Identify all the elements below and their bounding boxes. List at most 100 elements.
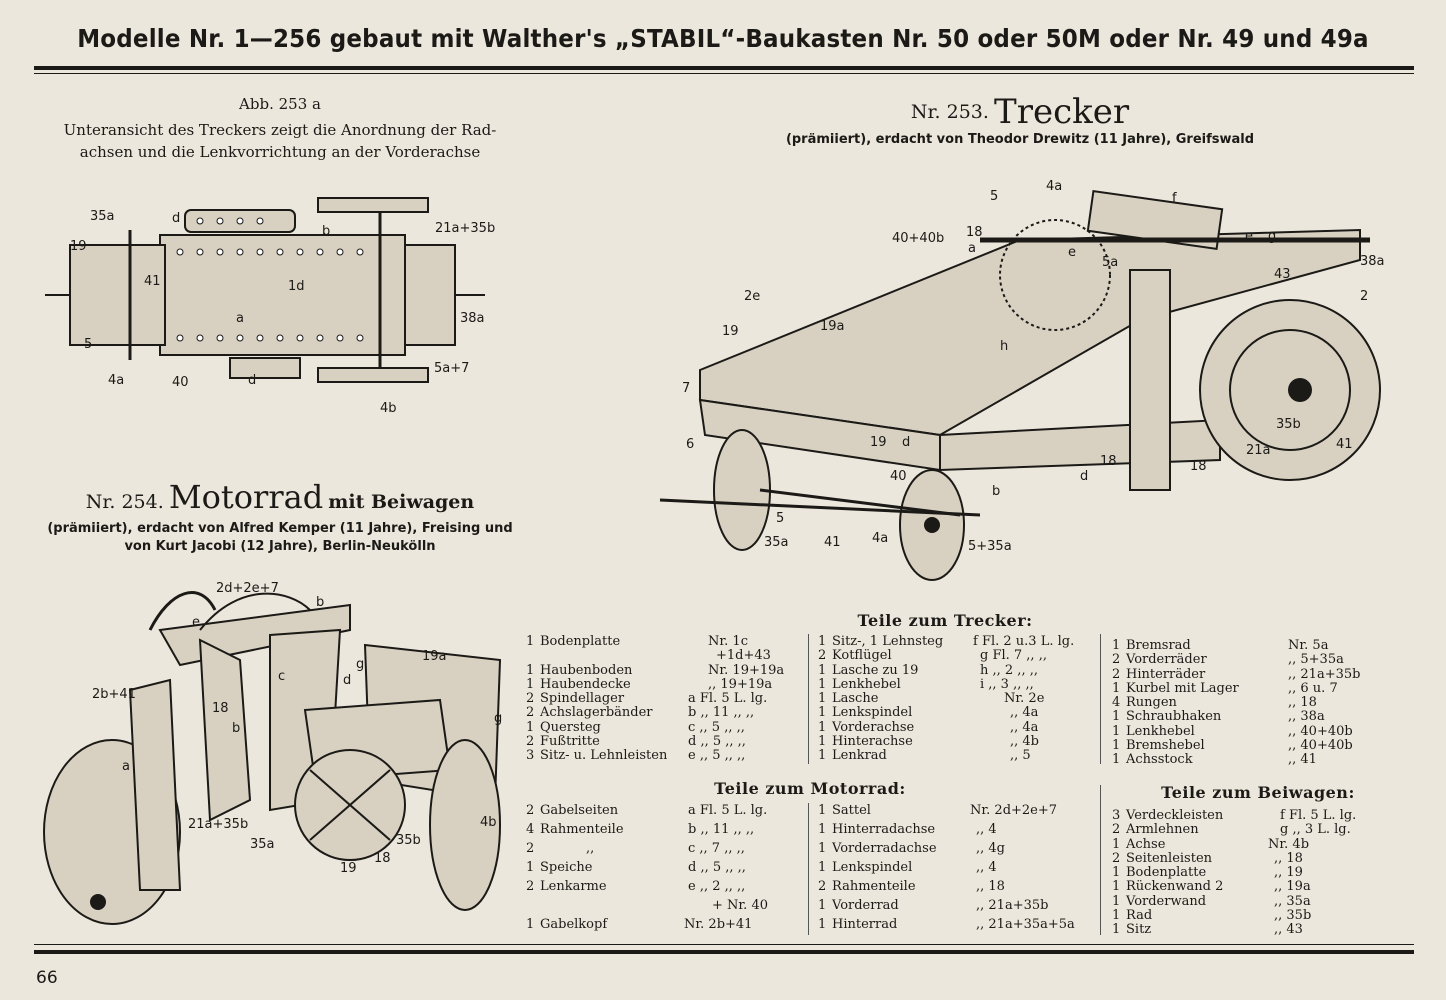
svg-text:6: 6 — [686, 437, 694, 452]
svg-text:d: d — [248, 373, 256, 388]
svg-text:d: d — [1080, 469, 1088, 484]
svg-text:18: 18 — [212, 701, 229, 716]
column-divider — [808, 634, 809, 764]
svg-text:35a: 35a — [250, 837, 275, 852]
trecker-credit: (prämiiert), erdacht von Theodor Drewitz… — [785, 132, 1255, 147]
svg-text:a: a — [968, 241, 976, 256]
column-divider — [1100, 785, 1101, 935]
fig253a-caption-line2: achsen und die Lenkvorrichtung an der Vo… — [79, 143, 481, 161]
header-rule-thick — [34, 66, 1414, 70]
svg-text:1d: 1d — [288, 279, 305, 294]
svg-text:b: b — [232, 721, 240, 736]
svg-text:19: 19 — [722, 324, 739, 339]
footer-rule-thick — [34, 950, 1414, 954]
svg-text:41: 41 — [824, 535, 841, 550]
motorrad-name: Motorrad — [168, 478, 324, 516]
svg-text:18: 18 — [1100, 454, 1117, 469]
svg-text:4a: 4a — [108, 373, 124, 388]
svg-text:5: 5 — [84, 337, 92, 352]
svg-text:40: 40 — [890, 469, 907, 484]
table-row: +1d+43 — [716, 648, 771, 664]
svg-text:h: h — [1000, 339, 1008, 354]
chassis-holes — [176, 217, 364, 342]
svg-text:35a: 35a — [90, 209, 115, 224]
header-rule-thin — [34, 73, 1414, 74]
svg-text:18: 18 — [374, 851, 391, 866]
svg-text:19a: 19a — [422, 649, 447, 664]
svg-text:35a: 35a — [764, 535, 789, 550]
svg-text:43: 43 — [1274, 267, 1291, 282]
motorrad-nr: Nr. 254. — [85, 491, 164, 513]
svg-text:a: a — [122, 759, 130, 774]
svg-text:e: e — [192, 615, 200, 630]
svg-text:38a: 38a — [1360, 254, 1385, 269]
svg-text:b: b — [322, 224, 330, 239]
svg-text:4b: 4b — [380, 401, 397, 416]
svg-text:19: 19 — [340, 861, 357, 876]
fig253a-title: Abb. 253 a — [239, 95, 321, 113]
svg-text:d: d — [902, 435, 910, 450]
table-row: + Nr. 40 — [712, 898, 768, 913]
svg-text:c: c — [278, 669, 285, 684]
svg-text:19a: 19a — [820, 319, 845, 334]
svg-text:35b: 35b — [396, 833, 421, 848]
svg-text:2b+41: 2b+41 — [92, 687, 136, 702]
teile-beiwagen-heading: Teile zum Beiwagen: — [1161, 783, 1355, 802]
svg-text:40+40b: 40+40b — [892, 231, 944, 246]
svg-text:2e: 2e — [744, 289, 760, 304]
svg-text:b: b — [316, 595, 324, 610]
svg-text:5a+7: 5a+7 — [434, 361, 469, 376]
svg-text:d: d — [343, 673, 351, 688]
svg-text:21a+35b: 21a+35b — [435, 221, 495, 236]
svg-text:21a: 21a — [1246, 443, 1271, 458]
fig253a-chassis-underside-drawing: 35a d b 21a+35b 19 41 1d a 38a 5 4a 40 d… — [45, 197, 495, 416]
footer-rule-thin — [34, 944, 1414, 945]
svg-text:2d+2e+7: 2d+2e+7 — [216, 581, 279, 596]
motorrad-credit-line1: (prämiiert), erdacht von Alfred Kemper (… — [47, 521, 513, 536]
svg-text:a: a — [236, 311, 244, 326]
svg-text:38a: 38a — [460, 311, 485, 326]
svg-text:g: g — [356, 657, 364, 672]
svg-text:4a: 4a — [1046, 179, 1062, 194]
svg-text:21a+35b: 21a+35b — [188, 817, 248, 832]
svg-text:2: 2 — [1360, 289, 1368, 304]
column-divider — [808, 803, 809, 935]
svg-text:d: d — [172, 211, 180, 226]
